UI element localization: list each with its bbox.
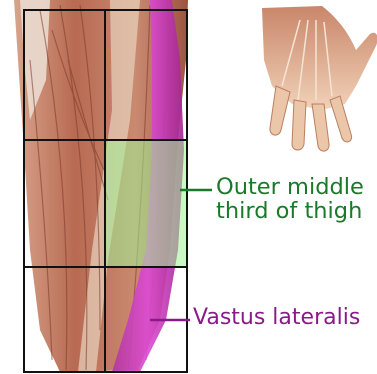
thigh-illustration: [14, 0, 188, 372]
outer-middle-third-region: [105, 140, 187, 267]
vastus-lateralis-label-text: Vastus lateralis: [193, 306, 360, 329]
vastus-lateralis-label: Vastus lateralis: [193, 306, 360, 329]
thigh-region-label: Outer middle third of thigh: [216, 176, 364, 223]
thigh-region-label-line2: third of thigh: [216, 200, 364, 224]
hand-illustration: [262, 6, 377, 151]
thigh-region-label-line1: Outer middle: [216, 176, 364, 200]
